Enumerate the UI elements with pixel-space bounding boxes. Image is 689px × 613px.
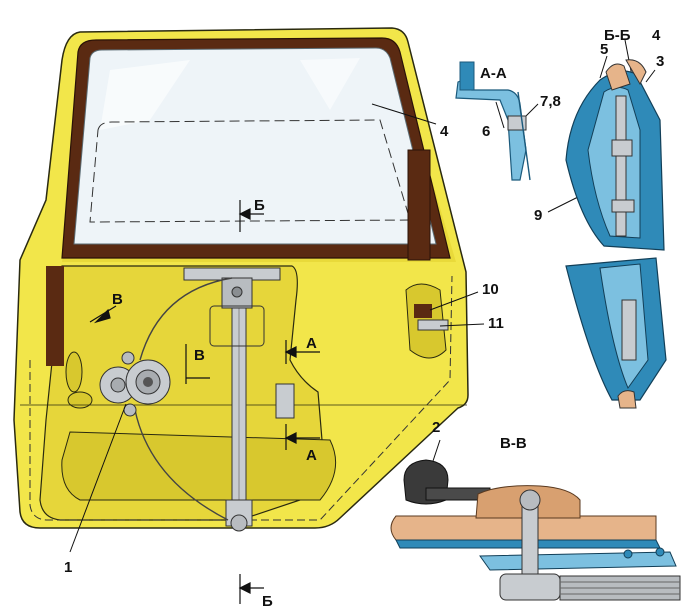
- callout-4-section: 4: [652, 27, 661, 44]
- window-glass: [73, 47, 437, 245]
- regulator-drive-assembly: [99, 351, 171, 417]
- callout-3: 3: [656, 53, 664, 70]
- inner-panel-cutout: [39, 265, 337, 521]
- callout-1: 1: [64, 559, 72, 576]
- callout-6: 6: [482, 123, 490, 140]
- section-mark-a-lower: А: [306, 447, 317, 464]
- lock-mechanism: [405, 283, 449, 359]
- section-bb-lower: [565, 257, 667, 409]
- callout-10: 10: [482, 281, 499, 298]
- window-regulator: [134, 267, 295, 532]
- section-arrows: [89, 200, 320, 604]
- rear-seal-strip: [407, 149, 431, 261]
- section-title-vv: В-В: [500, 435, 527, 452]
- callout-7-8: 7,8: [540, 93, 561, 110]
- section-title-aa: А-А: [480, 65, 507, 82]
- callout-9: 9: [534, 207, 542, 224]
- callout-11: 11: [488, 315, 504, 332]
- section-mark-b-bottom: Б: [262, 593, 273, 610]
- callout-2: 2: [432, 419, 440, 436]
- section-mark-v-mid: В: [194, 347, 205, 364]
- section-title-bb: Б-Б: [604, 27, 631, 44]
- section-aa-detail: [455, 61, 531, 181]
- section-mark-a-upper: А: [306, 335, 317, 352]
- callout-4-main: 4: [440, 123, 449, 140]
- section-vv-detail: [390, 459, 681, 601]
- section-mark-b-top: Б: [254, 197, 265, 214]
- callout-5: 5: [600, 41, 608, 58]
- front-panel-seal: [46, 266, 64, 366]
- section-bb-upper: [565, 59, 665, 251]
- section-mark-v-left: В: [112, 291, 123, 308]
